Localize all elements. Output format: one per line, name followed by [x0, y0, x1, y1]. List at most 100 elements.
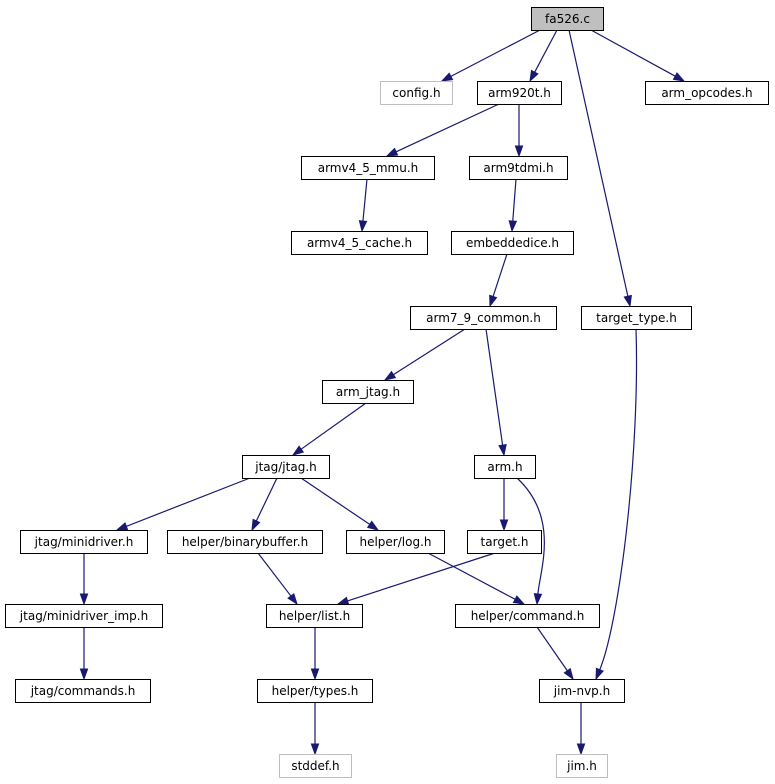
edge-target-h-to-helper-list-h [336, 552, 496, 605]
arrow-head [623, 294, 632, 308]
arrow-head [287, 593, 298, 606]
arrow-head [595, 667, 604, 681]
arrow-head [533, 593, 543, 606]
node-box [322, 380, 414, 404]
node-stddef-h[interactable]: stddef.h [279, 754, 352, 778]
edge-line [534, 29, 558, 73]
node-jim-h[interactable]: jim.h [556, 754, 608, 778]
node-jtag-minidriver-h[interactable]: jtag/minidriver.h [20, 530, 148, 554]
node-label: helper/command.h [471, 609, 585, 623]
edge-line [395, 103, 500, 153]
edge-line [568, 29, 629, 297]
arrow-head [499, 519, 509, 532]
edge-fa526-c-to-config-h [440, 29, 541, 82]
edge-line [427, 552, 516, 600]
node-box [477, 81, 562, 105]
edge-arm-h-to-helper-command-h [516, 477, 545, 606]
node-armv4-5-cache-h[interactable]: armv4_5_cache.h [291, 231, 428, 255]
edge-helper-binarybuffer-h-to-helper-list-h [257, 552, 298, 606]
node-box [556, 754, 608, 778]
edge-line [512, 178, 517, 222]
node-arm-h[interactable]: arm.h [474, 455, 536, 479]
edge-line [257, 552, 292, 597]
node-label: fa526.c [545, 12, 590, 26]
node-armv4-5-mmu-h[interactable]: armv4_5_mmu.h [301, 156, 435, 180]
node-label: jtag/commands.h [30, 684, 136, 698]
arrow-head [529, 69, 539, 83]
node-box [5, 604, 163, 628]
nodes-layer: fa526.c config.h arm920t.h arm_opcodes.harm… [5, 7, 769, 778]
node-label: helper/binarybuffer.h [182, 535, 308, 549]
arrow-head [672, 72, 686, 82]
node-label: jtag/minidriver.h [34, 535, 134, 549]
node-helper-command-h[interactable]: helper/command.h [455, 604, 600, 628]
edge-fa526-c-to-arm920t-h [529, 29, 558, 83]
node-label: helper/list.h [279, 609, 350, 623]
edge-line [492, 253, 508, 297]
edge-line [450, 29, 541, 77]
edge-line [300, 477, 371, 525]
edge-helper-log-h-to-helper-command-h [427, 552, 526, 605]
node-label: arm_jtag.h [336, 385, 400, 399]
node-target-type-h[interactable]: target_type.h [581, 306, 692, 330]
node-helper-log-h[interactable]: helper/log.h [346, 530, 445, 554]
node-box [455, 604, 600, 628]
arrow-head [251, 518, 261, 532]
node-label: jim.h [566, 759, 597, 773]
node-embeddedice-h[interactable]: embeddedice.h [451, 231, 574, 255]
edge-fa526-c-to-arm-opcodes-h [590, 29, 686, 82]
edge-armv4-5-mmu-h-to-armv4-5-cache-h [358, 178, 368, 233]
node-label: jtag/minidriver_imp.h [19, 609, 148, 623]
edges-layer [79, 29, 686, 756]
node-jtag-jtag-h[interactable]: jtag/jtag.h [242, 455, 330, 479]
arrow-head [508, 220, 518, 233]
node-jim-nvp-h[interactable]: jim-nvp.h [539, 679, 625, 703]
node-box [539, 679, 625, 703]
node-jtag-minidriver-imp-h[interactable]: jtag/minidriver_imp.h [5, 604, 163, 628]
edge-line [126, 477, 251, 527]
node-box [645, 81, 769, 105]
node-arm-jtag-h[interactable]: arm_jtag.h [322, 380, 414, 404]
node-box [167, 530, 323, 554]
arrow-head [79, 668, 89, 681]
node-arm9tdmi-h[interactable]: arm9tdmi.h [469, 156, 568, 180]
arrow-head [310, 668, 320, 681]
edge-helper-types-h-to-stddef-h [310, 702, 320, 756]
edge-arm-jtag-h-to-jtag-jtag-h [291, 402, 367, 456]
arrow-head [310, 743, 320, 756]
node-fa526-c[interactable]: fa526.c [531, 7, 604, 31]
node-label: arm920t.h [488, 86, 551, 100]
node-label: armv4_5_mmu.h [318, 161, 419, 175]
node-label: arm_opcodes.h [661, 86, 752, 100]
node-box [242, 455, 330, 479]
node-arm920t-h[interactable]: arm920t.h [477, 81, 562, 105]
edge-fa526-c-to-target-type-h [568, 29, 632, 308]
node-label: helper/log.h [359, 535, 431, 549]
node-helper-binarybuffer-h[interactable]: helper/binarybuffer.h [167, 530, 323, 554]
node-box [15, 679, 151, 703]
node-box [581, 306, 692, 330]
node-jtag-commands-h[interactable]: jtag/commands.h [15, 679, 151, 703]
arrow-head [563, 667, 574, 681]
node-box [469, 156, 568, 180]
node-arm-opcodes-h[interactable]: arm_opcodes.h [645, 81, 769, 105]
edge-arm9tdmi-h-to-embeddedice-h [508, 178, 518, 233]
edge-line [485, 328, 504, 446]
node-label: armv4_5_cache.h [307, 236, 412, 250]
edge-jtag-minidriver-imp-h-to-jtag-commands-h [79, 627, 89, 681]
node-label: arm.h [487, 460, 522, 474]
node-config-h[interactable]: config.h [380, 81, 453, 105]
arrow-head [489, 294, 498, 308]
arrow-head [512, 595, 526, 605]
node-helper-types-h[interactable]: helper/types.h [257, 679, 373, 703]
arrow-head [358, 220, 368, 233]
edge-line [599, 328, 638, 670]
arrow-head [440, 72, 454, 82]
node-label: target_type.h [596, 311, 677, 325]
node-target-h[interactable]: target.h [467, 530, 542, 554]
arrow-head [498, 443, 507, 457]
node-arm7-9-common-h[interactable]: arm7_9_common.h [410, 306, 557, 330]
node-label: arm7_9_common.h [426, 311, 541, 325]
node-helper-list-h[interactable]: helper/list.h [266, 604, 363, 628]
